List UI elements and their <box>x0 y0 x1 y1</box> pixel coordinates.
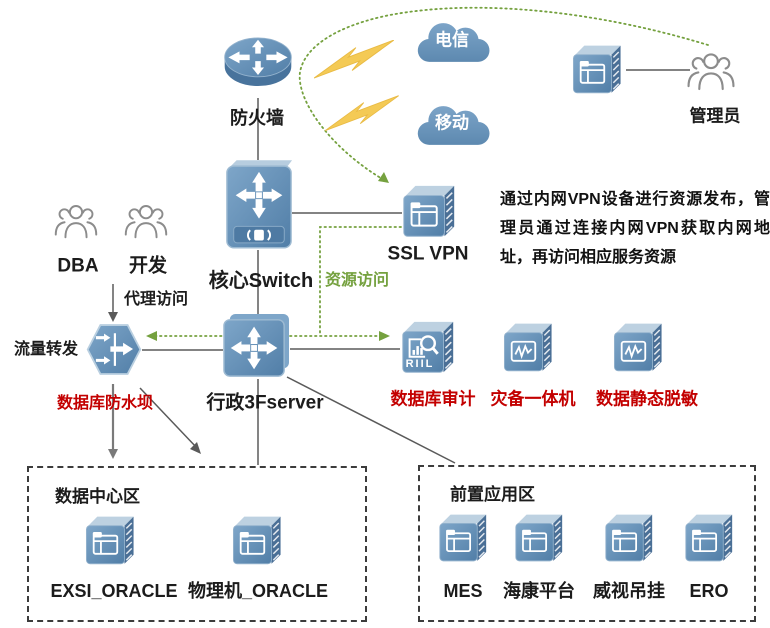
physical-oracle-label: 物理机_ORACLE <box>187 581 329 602</box>
green-arrowheads <box>146 172 390 341</box>
path-sslvpn-resource <box>319 226 402 337</box>
db-audit-riil-icon <box>396 318 460 380</box>
disaster-recovery-icon <box>498 320 558 378</box>
exsi-oracle-server-icon <box>80 513 140 571</box>
firewall-router-icon <box>221 30 295 94</box>
ero-label: ERO <box>689 581 729 602</box>
telecom-cloud-label: 电信 <box>435 30 469 50</box>
front-app-zone-title: 前置应用区 <box>450 485 535 504</box>
riil-badge-text: RIIL <box>405 358 435 370</box>
hikvision-server-icon <box>510 511 568 568</box>
physical-oracle-server-icon <box>227 513 287 571</box>
traffic-forwarder-hexagon-icon <box>85 322 143 377</box>
data-masking-label: 数据静态脱敏 <box>596 389 698 409</box>
lightning-bolt-icon <box>325 95 399 133</box>
exsi-oracle-label: EXSI_ORACLE <box>50 581 178 602</box>
dev-label: 开发 <box>128 255 168 277</box>
traffic-forwarder-label: 流量转发 <box>13 341 79 359</box>
admin-workstation-icon <box>567 42 627 100</box>
data-masking-icon <box>608 320 668 378</box>
ssl-vpn-label: SSL VPN <box>387 243 469 265</box>
proxy-access-label: 代理访问 <box>123 291 189 309</box>
db-audit-label: 数据库审计 <box>390 389 476 409</box>
data-center-zone-title: 数据中心区 <box>55 487 140 506</box>
dev-people-icon <box>124 202 168 239</box>
admin-label: 管理员 <box>689 106 741 126</box>
db-waterdam-label: 数据库防水坝 <box>56 395 154 413</box>
mes-server-icon <box>434 511 492 568</box>
mes-label: MES <box>443 581 483 602</box>
zone-data-center <box>27 466 367 622</box>
path-admin-to-sslvpn <box>298 6 709 181</box>
disaster-recovery-label: 灾备一体机 <box>490 389 576 409</box>
green-dotted-links <box>149 6 709 337</box>
admin-3f-server-switch-icon <box>221 313 291 379</box>
link-3fserver-frontapp <box>286 376 456 464</box>
dba-people-icon <box>54 202 98 239</box>
weishi-server-icon <box>600 511 658 568</box>
hikvision-label: 海康平台 <box>503 581 575 602</box>
firewall-label: 防火墙 <box>230 108 284 129</box>
mobile-cloud-label: 移动 <box>435 113 469 133</box>
admin-people-icon <box>686 50 736 91</box>
gray-arrowheads <box>108 312 201 454</box>
dba-label: DBA <box>57 255 99 277</box>
weishi-label: 威视吊挂 <box>593 581 665 602</box>
ero-server-icon <box>680 511 738 568</box>
core-switch-icon <box>224 158 294 250</box>
core-switch-label: 核心Switch <box>208 270 314 292</box>
vpn-note-text: 通过内网VPN设备进行资源发布，管理员通过连接内网VPN获取内网地址，再访问相应… <box>500 191 770 266</box>
admin-3f-server-label: 行政3Fserver <box>206 392 324 414</box>
ssl-vpn-server-icon <box>398 182 460 244</box>
arrowhead-hexagon-datacenter <box>108 449 118 459</box>
lightning-bolt-icon <box>313 40 395 80</box>
arrow-dam-datacenter-line <box>139 387 198 449</box>
resource-access-label: 资源访问 <box>324 272 390 290</box>
solid-links <box>112 69 690 465</box>
zone-front-app <box>418 465 756 622</box>
